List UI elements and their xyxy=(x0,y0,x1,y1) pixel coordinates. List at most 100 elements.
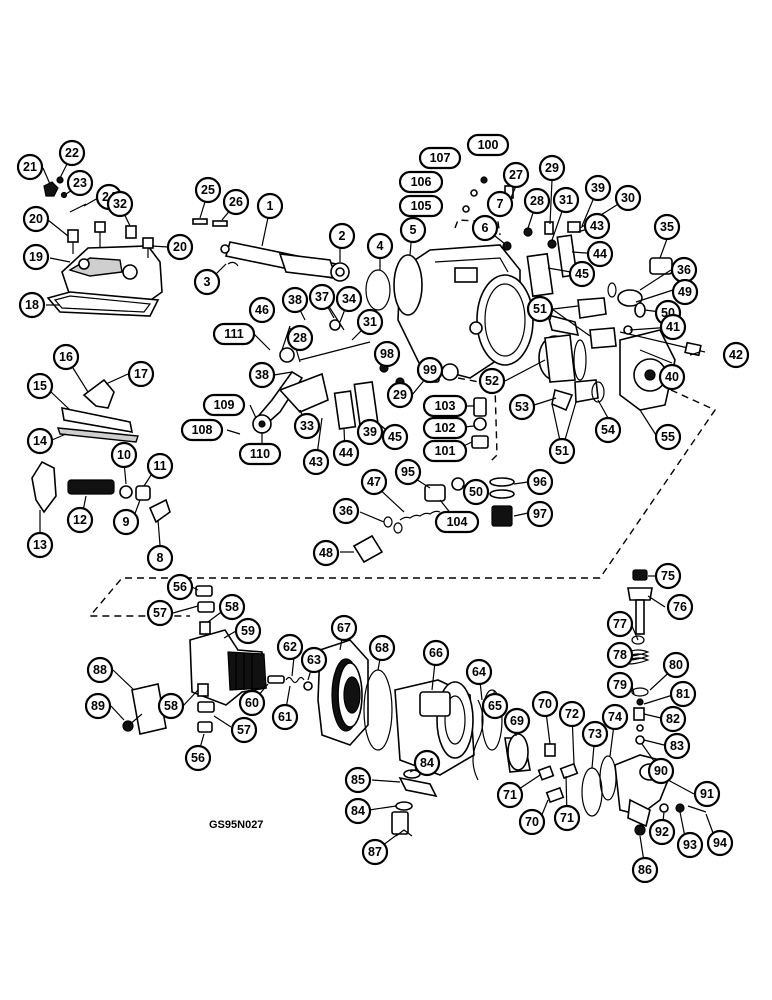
svg-text:51: 51 xyxy=(555,444,569,458)
callout-63: 63 xyxy=(300,646,328,674)
callout-57-bottom: 57 xyxy=(230,716,258,744)
callout-30: 30 xyxy=(614,184,642,212)
svg-text:88: 88 xyxy=(93,663,107,677)
callout-66: 66 xyxy=(422,639,450,667)
callout-41: 41 xyxy=(659,313,687,341)
svg-text:109: 109 xyxy=(214,398,235,412)
callout-20-left: 20 xyxy=(22,205,50,233)
svg-text:14: 14 xyxy=(33,434,47,448)
callout-73: 73 xyxy=(581,720,609,748)
svg-text:85: 85 xyxy=(351,773,365,787)
callout-68: 68 xyxy=(368,634,396,662)
svg-text:111: 111 xyxy=(224,327,244,341)
svg-text:35: 35 xyxy=(660,220,674,234)
svg-text:56: 56 xyxy=(191,751,205,765)
callout-98: 98 xyxy=(373,340,401,368)
callout-35: 35 xyxy=(653,213,681,241)
svg-text:34: 34 xyxy=(342,292,356,306)
callout-52: 52 xyxy=(478,367,506,395)
callout-28-mid: 28 xyxy=(286,324,314,352)
callout-26: 26 xyxy=(222,188,250,216)
svg-text:40: 40 xyxy=(665,370,679,384)
callout-64: 64 xyxy=(465,658,493,686)
svg-text:90: 90 xyxy=(654,764,668,778)
svg-text:80: 80 xyxy=(669,658,683,672)
callout-102: 102 xyxy=(422,416,468,440)
callout-59: 59 xyxy=(234,617,262,645)
callout-55: 55 xyxy=(654,423,682,451)
callout-72: 72 xyxy=(558,700,586,728)
callout-109: 109 xyxy=(202,393,246,417)
callout-103: 103 xyxy=(422,394,468,418)
callout-69: 69 xyxy=(503,707,531,735)
callout-36-mid: 36 xyxy=(332,497,360,525)
svg-text:58: 58 xyxy=(225,600,239,614)
callout-80: 80 xyxy=(662,651,690,679)
callout-19: 19 xyxy=(22,243,50,271)
svg-text:74: 74 xyxy=(608,710,622,724)
svg-text:36: 36 xyxy=(677,263,691,277)
svg-text:89: 89 xyxy=(91,699,105,713)
svg-text:26: 26 xyxy=(229,195,243,209)
svg-text:56: 56 xyxy=(173,580,187,594)
callout-106: 106 xyxy=(398,170,444,194)
svg-text:95: 95 xyxy=(401,465,415,479)
svg-text:49: 49 xyxy=(678,285,692,299)
svg-text:84: 84 xyxy=(351,804,365,818)
svg-text:70: 70 xyxy=(525,815,539,829)
svg-text:66: 66 xyxy=(429,646,443,660)
svg-text:57: 57 xyxy=(153,606,167,620)
callout-18: 18 xyxy=(18,291,46,319)
callout-54: 54 xyxy=(594,416,622,444)
callout-56-top: 56 xyxy=(166,573,194,601)
callout-45-mid: 45 xyxy=(381,423,409,451)
svg-text:8: 8 xyxy=(157,551,164,565)
callout-91: 91 xyxy=(693,780,721,808)
svg-text:73: 73 xyxy=(588,727,602,741)
svg-text:105: 105 xyxy=(411,199,432,213)
svg-text:104: 104 xyxy=(447,515,468,529)
callout-16: 16 xyxy=(52,343,80,371)
callout-84-bottom: 84 xyxy=(344,797,372,825)
svg-text:96: 96 xyxy=(533,475,547,489)
callout-111: 111 xyxy=(212,322,256,346)
svg-text:9: 9 xyxy=(123,515,130,529)
callout-85: 85 xyxy=(344,766,372,794)
svg-text:19: 19 xyxy=(29,250,43,264)
svg-text:10: 10 xyxy=(117,448,131,462)
svg-text:29: 29 xyxy=(393,388,407,402)
svg-text:7: 7 xyxy=(497,197,504,211)
callout-22: 22 xyxy=(58,139,86,167)
callout-108: 108 xyxy=(180,418,224,442)
svg-text:82: 82 xyxy=(666,712,680,726)
callout-49: 49 xyxy=(671,278,699,306)
svg-text:31: 31 xyxy=(559,193,573,207)
callout-28-top: 28 xyxy=(523,187,551,215)
svg-text:58: 58 xyxy=(164,699,178,713)
callout-31-top: 31 xyxy=(552,186,580,214)
callout-7: 7 xyxy=(486,190,514,218)
callout-83: 83 xyxy=(663,732,691,760)
callout-36-top: 36 xyxy=(670,256,698,284)
svg-text:102: 102 xyxy=(435,421,456,435)
callout-51-top: 51 xyxy=(526,295,554,323)
callout-62: 62 xyxy=(276,633,304,661)
svg-text:20: 20 xyxy=(173,240,187,254)
callout-40: 40 xyxy=(658,363,686,391)
callout-44-mid: 44 xyxy=(332,439,360,467)
svg-text:107: 107 xyxy=(430,151,451,165)
svg-text:41: 41 xyxy=(666,320,680,334)
callout-77: 77 xyxy=(606,610,634,638)
svg-text:70: 70 xyxy=(538,697,552,711)
callout-3: 3 xyxy=(193,268,221,296)
callout-labels: 21 22 23 24 20 32 20 19 18 25 26 1 3 2 4… xyxy=(16,133,750,884)
callout-110: 110 xyxy=(238,442,282,466)
svg-text:23: 23 xyxy=(73,176,87,190)
svg-text:28: 28 xyxy=(293,331,307,345)
svg-text:59: 59 xyxy=(241,624,255,638)
svg-text:84: 84 xyxy=(420,756,434,770)
svg-text:79: 79 xyxy=(613,678,627,692)
svg-text:39: 39 xyxy=(591,181,605,195)
callout-31-mid: 31 xyxy=(356,308,384,336)
callout-46: 46 xyxy=(248,296,276,324)
